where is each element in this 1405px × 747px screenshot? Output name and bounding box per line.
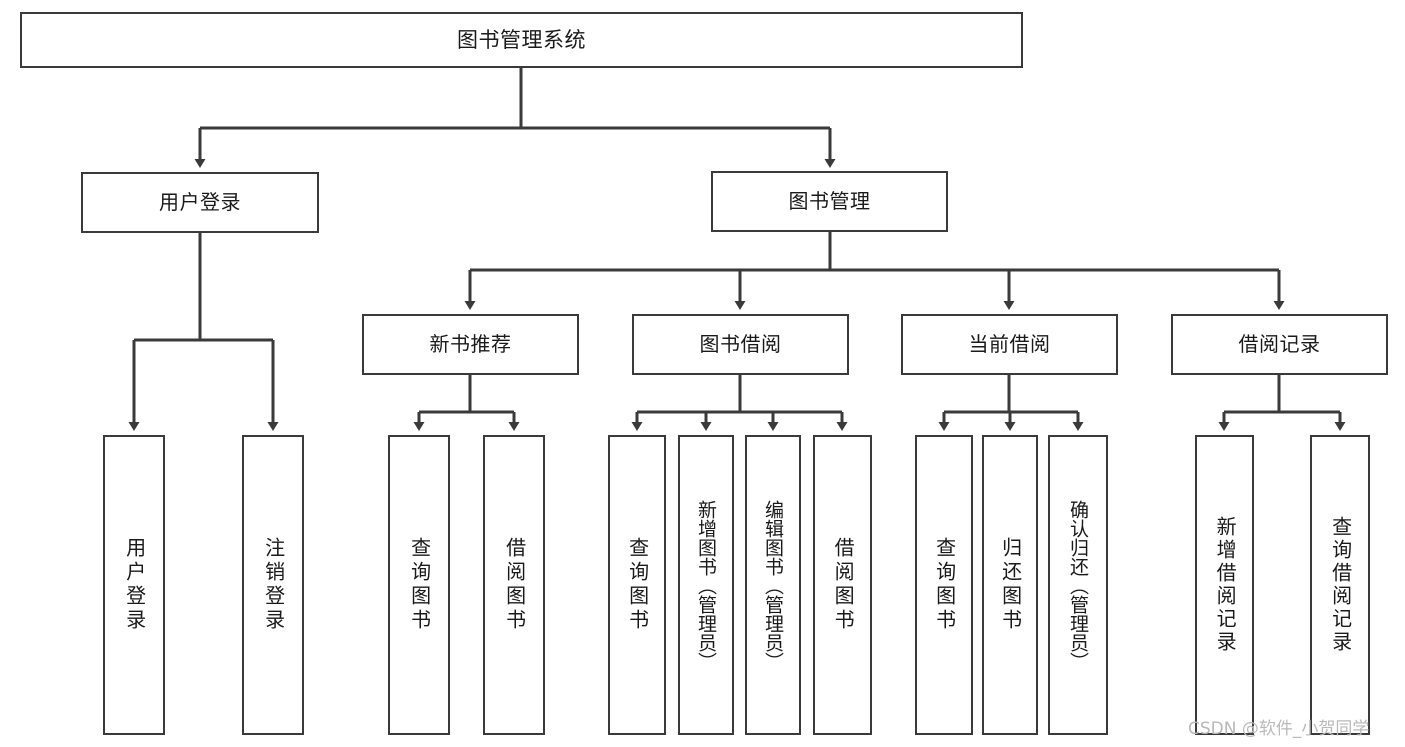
leaf-query-book-3[interactable]: 查询图书	[915, 435, 973, 735]
node-root-system[interactable]: 图书管理系统	[20, 12, 1023, 68]
node-borrow-record[interactable]: 借阅记录	[1171, 314, 1388, 375]
leaf-borrow-book-2[interactable]: 借阅图书	[813, 435, 872, 735]
node-current-borrow[interactable]: 当前借阅	[901, 314, 1118, 375]
csdn-watermark: CSDN @软件_小贺同学	[1188, 719, 1370, 739]
leaf-borrow-book-1[interactable]: 借阅图书	[483, 435, 545, 735]
leaf-user-login[interactable]: 用户登录	[103, 435, 165, 735]
leaf-query-book-1[interactable]: 查询图书	[388, 435, 450, 735]
node-book-borrow[interactable]: 图书借阅	[632, 314, 849, 375]
leaf-query-book-2[interactable]: 查询图书	[608, 435, 666, 735]
leaf-edit-book[interactable]: 编辑图书（管理员）	[745, 435, 801, 735]
leaf-confirm-return[interactable]: 确认归还（管理员）	[1048, 435, 1108, 735]
leaf-add-book[interactable]: 新增图书（管理员）	[678, 435, 734, 735]
leaf-logout[interactable]: 注销登录	[242, 435, 304, 735]
leaf-query-record[interactable]: 查询借阅记录	[1310, 435, 1370, 735]
node-book-management[interactable]: 图书管理	[711, 171, 948, 232]
node-user-login[interactable]: 用户登录	[81, 172, 319, 233]
leaf-return-book[interactable]: 归还图书	[982, 435, 1038, 735]
leaf-add-record[interactable]: 新增借阅记录	[1195, 435, 1254, 735]
node-new-book-recommend[interactable]: 新书推荐	[362, 314, 579, 375]
